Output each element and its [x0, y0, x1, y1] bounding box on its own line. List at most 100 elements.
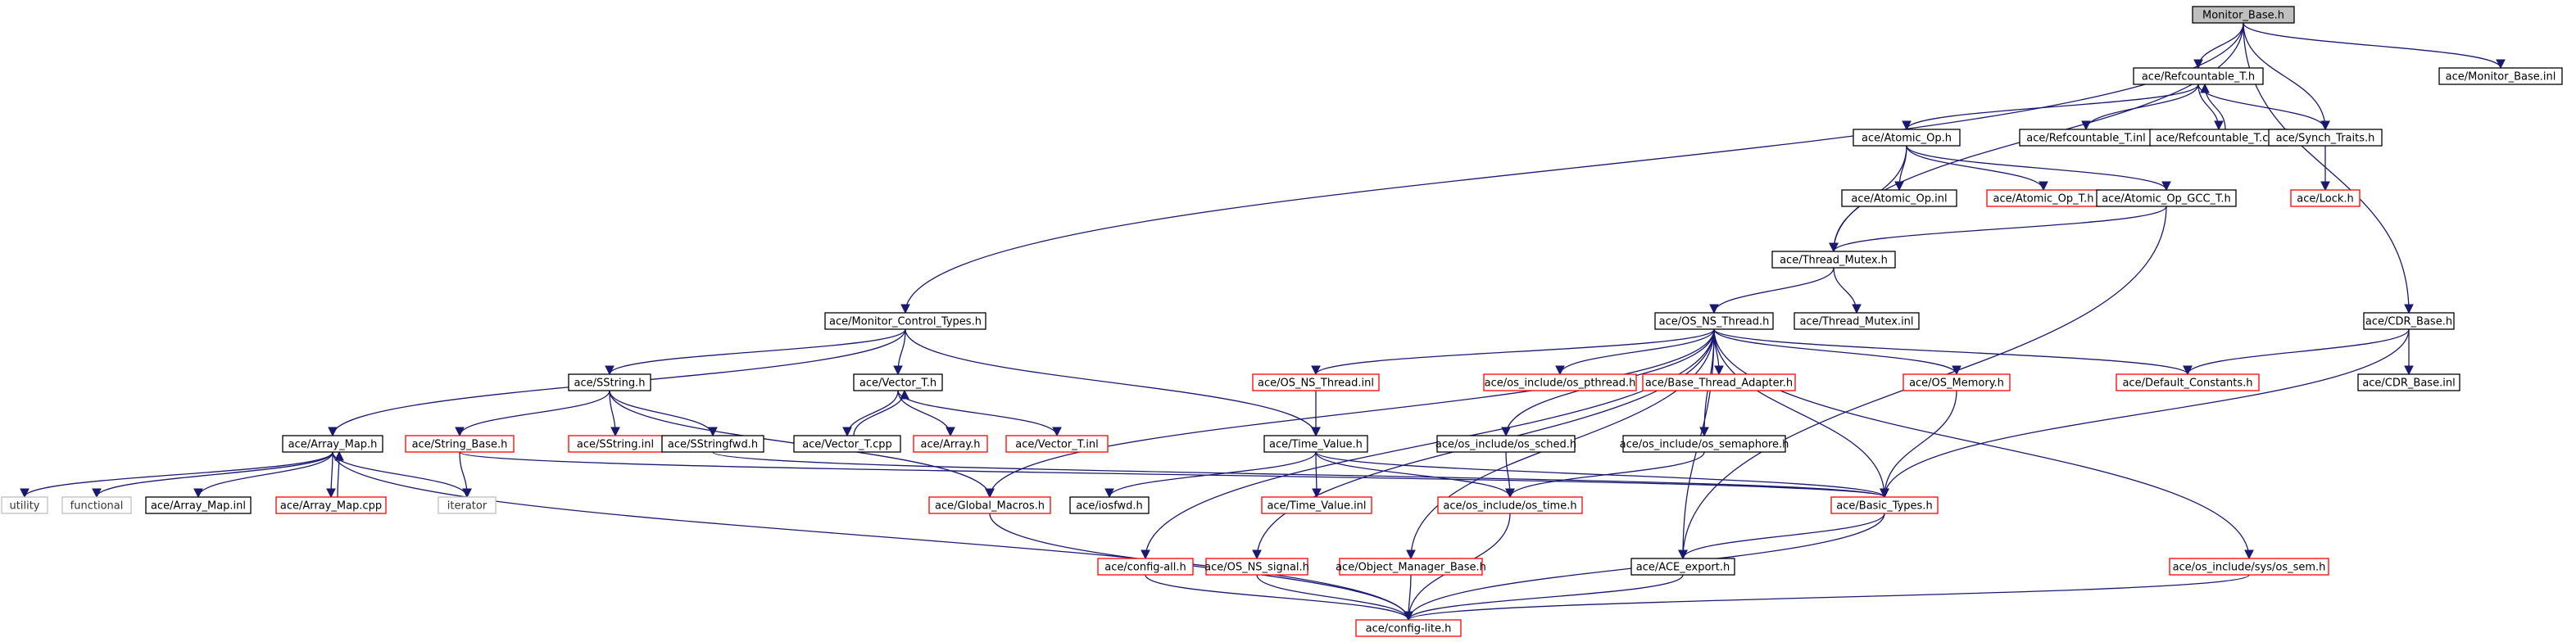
file-node[interactable]: ace/Refcountable_T.h — [2133, 67, 2264, 85]
file-node[interactable]: ace/Thread_Mutex.h — [1771, 251, 1896, 269]
node-box — [1261, 496, 1372, 514]
dependency-edge-amap-to-cfglite — [332, 451, 1413, 622]
node-label: ace/CDR_Base.h — [2365, 316, 2452, 328]
file-node[interactable]: ace/OS_NS_Thread.inl — [1252, 373, 1380, 391]
file-node[interactable]: ace/Vector_T.inl — [1005, 435, 1109, 453]
dependency-edge-osnst-to-cfgall — [1141, 328, 1715, 560]
node-box — [2290, 189, 2361, 207]
file-node[interactable]: ace/OS_Memory.h — [1903, 373, 2011, 391]
file-node[interactable]: ace/Lock.h — [2290, 189, 2361, 207]
node-label: ace/Atomic_Op.inl — [1851, 193, 1947, 206]
node-box — [1483, 373, 1637, 391]
node-label: ace/os_include/os_sched.h — [1435, 439, 1576, 451]
node-label: ace/OS_NS_Thread.inl — [1258, 378, 1374, 390]
file-node[interactable]: ace/Array_Map.cpp — [275, 496, 387, 514]
node-label: ace/Vector_T.cpp — [802, 439, 892, 451]
node-label: ace/OS_NS_signal.h — [1204, 562, 1309, 574]
node-box — [1436, 435, 1576, 453]
file-node[interactable]: ace/ACE_export.h — [1630, 558, 1735, 576]
node-box — [928, 496, 1051, 514]
dependency-edge-amapcpp-to-amap — [334, 450, 344, 498]
node-box — [2133, 67, 2264, 85]
file-node[interactable]: ace/Atomic_Op_T.h — [1986, 189, 2101, 207]
node-box — [1069, 496, 1150, 514]
dependency-edge-refc-to-synch — [2197, 84, 2330, 131]
file-node[interactable]: ace/Thread_Mutex.inl — [1794, 312, 1920, 330]
node-box — [1642, 373, 1796, 391]
file-node[interactable]: ace/Basic_Types.h — [1830, 496, 1939, 514]
file-node[interactable]: ace/os_include/os_semaphore.h — [1620, 435, 1789, 453]
dependency-edge-sstring-to-strbase — [455, 390, 610, 437]
node-label: ace/Array_Map.inl — [151, 500, 246, 513]
node-box — [2192, 6, 2295, 24]
node-label: ace/os_include/sys/os_sem.h — [2173, 562, 2326, 574]
file-node[interactable]: ace/os_include/sys/os_sem.h — [2169, 558, 2329, 576]
dependency-edge-osnst-to-ossem — [1713, 328, 2254, 560]
file-node[interactable]: ace/config-all.h — [1097, 558, 1194, 576]
node-label: functional — [70, 500, 124, 513]
file-node[interactable]: ace/Default_Constants.h — [2116, 373, 2260, 391]
file-node[interactable]: ace/Object_Manager_Base.h — [1336, 558, 1486, 576]
node-label: ace/Object_Manager_Base.h — [1336, 562, 1486, 574]
dependency-edge-refc-to-refccpp — [2197, 84, 2224, 131]
file-node[interactable]: ace/Array_Map.h — [282, 435, 383, 453]
file-node[interactable]: ace/Vector_T.cpp — [793, 435, 901, 453]
file-node[interactable]: ace/os_include/os_pthread.h — [1483, 373, 1637, 391]
dependency-edge-root-to-refc — [2193, 22, 2244, 70]
dependency-edge-amap-to-iterator — [332, 451, 472, 499]
node-box — [282, 435, 383, 453]
file-node[interactable]: ace/iosfwd.h — [1069, 496, 1150, 514]
file-node[interactable]: ace/Refcountable_T.cpp — [2149, 129, 2288, 147]
file-node[interactable]: ace/Base_Thread_Adapter.h — [1642, 373, 1796, 391]
node-label: ace/SString.h — [574, 378, 646, 390]
file-node[interactable]: ace/OS_NS_signal.h — [1204, 558, 1309, 576]
file-node[interactable]: ace/Refcountable_T.inl — [2019, 129, 2153, 147]
node-label: ace/Atomic_Op_T.h — [1993, 193, 2094, 206]
file-nodes: Monitor_Base.h ace/Refcountable_T.h ace/Mo… — [1, 6, 2563, 637]
dependency-edge-strbase-to-iterator — [459, 451, 472, 499]
file-node[interactable]: ace/Monitor_Base.inl — [2438, 67, 2563, 85]
node-label: ace/String_Base.h — [412, 439, 508, 451]
file-node[interactable]: ace/String_Base.h — [405, 435, 515, 453]
dependency-edge-timeval-to-ostime — [1315, 451, 1515, 499]
node-box — [1205, 558, 1308, 576]
file-node[interactable]: ace/Monitor_Control_Types.h — [824, 312, 986, 330]
file-node[interactable]: ace/SStringfwd.h — [661, 435, 764, 453]
node-box — [1, 496, 48, 514]
file-node[interactable]: ace/CDR_Base.h — [2363, 312, 2455, 330]
node-label: ace/Refcountable_T.inl — [2026, 133, 2146, 145]
dependency-edge-root-to-cdr — [2243, 22, 2414, 314]
dependency-edge-vector-to-array — [897, 390, 955, 437]
node-box — [1263, 435, 1368, 453]
node-label: ace/Time_Value.h — [1269, 439, 1363, 451]
file-node[interactable]: ace/Atomic_Op_GCC_T.h — [2096, 189, 2237, 207]
file-node[interactable]: ace/os_include/os_time.h — [1437, 496, 1583, 514]
node-box — [1339, 558, 1483, 576]
file-node[interactable]: ace/Array_Map.inl — [145, 496, 252, 514]
root-file-node: Monitor_Base.h — [2192, 6, 2295, 24]
node-label: ace/Synch_Traits.h — [2276, 133, 2375, 145]
node-box — [1830, 496, 1939, 514]
node-box — [1622, 435, 1786, 453]
dependency-edge-osnst-to-osnstinl — [1311, 328, 1715, 376]
file-node[interactable]: ace/CDR_Base.inl — [2357, 373, 2460, 391]
file-node[interactable]: ace/Atomic_Op.h — [1853, 129, 1961, 147]
file-node[interactable]: ace/Synch_Traits.h — [2268, 129, 2383, 147]
node-box — [145, 496, 252, 514]
file-node[interactable]: ace/OS_NS_Thread.h — [1654, 312, 1774, 330]
file-node[interactable]: ace/Time_Value.inl — [1261, 496, 1372, 514]
file-node[interactable]: ace/SString.inl — [568, 435, 663, 453]
file-node[interactable]: ace/Global_Macros.h — [928, 496, 1051, 514]
file-node[interactable]: ace/Time_Value.h — [1263, 435, 1368, 453]
file-node[interactable]: ace/Atomic_Op.inl — [1841, 189, 1957, 207]
file-node[interactable]: ace/SString.h — [568, 373, 651, 391]
file-node[interactable]: ace/Vector_T.h — [853, 373, 943, 391]
file-node[interactable]: ace/os_include/os_sched.h — [1435, 435, 1576, 453]
node-box — [2268, 129, 2383, 147]
dependency-edge-amap-to-utility — [20, 451, 333, 499]
node-label: ace/Monitor_Base.inl — [2446, 71, 2556, 84]
file-node[interactable]: ace/Array.h — [913, 435, 988, 453]
node-box — [1654, 312, 1774, 330]
file-node[interactable]: ace/config-lite.h — [1355, 619, 1462, 637]
